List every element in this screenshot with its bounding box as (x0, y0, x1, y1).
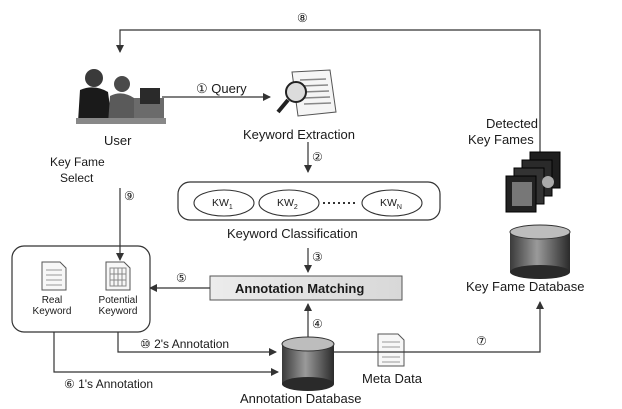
potential-keyword-icon (105, 261, 131, 291)
step-marker-4: ④ (312, 317, 323, 331)
key-frame-database-icon (509, 224, 571, 279)
annotation-database-icon (281, 336, 335, 391)
label-user: User (104, 133, 132, 148)
step-marker-3: ③ (312, 250, 323, 264)
step-marker-8: ⑧ (297, 11, 308, 25)
step-marker-5: ⑤ (176, 271, 187, 285)
label-key-frame-database: Key Fame Database (466, 279, 585, 294)
step-marker-2: ② (312, 150, 323, 164)
user-icon (76, 69, 166, 124)
label-keyword-classification: Keyword Classification (227, 226, 358, 241)
label-annotation-matching: Annotation Matching (235, 281, 365, 296)
arrow-step-10 (117, 332, 277, 356)
label-first-annotation: ⑥ 1's Annotation (64, 377, 154, 391)
kwn-oval (361, 189, 423, 217)
label-kw1: KW1 (212, 197, 233, 212)
label-kwn: KWN (380, 197, 402, 212)
keyword-extraction-icon (276, 69, 337, 117)
label-kw2: KW2 (277, 197, 298, 212)
detected-key-frames-icon (505, 151, 561, 213)
kw2-oval (258, 189, 320, 217)
label-detected-1: Detected (486, 116, 539, 131)
label-keyword-extraction: Keyword Extraction (243, 127, 355, 142)
real-keyword-icon (41, 261, 67, 291)
label-key-frame-select-2: Select (60, 171, 94, 185)
meta-data-icon (377, 333, 405, 367)
arrow-step-8 (116, 29, 541, 178)
label-second-annotation: ⑩ 2's Annotation (140, 337, 230, 351)
label-detected-2: Key Fames (468, 132, 534, 147)
label-meta-data: Meta Data (362, 371, 422, 386)
label-key-frame-select-1: Key Fame (50, 155, 105, 169)
kw1-oval (193, 189, 255, 217)
arrow-step-6 (53, 332, 279, 376)
step-marker-9: ⑨ (124, 189, 135, 203)
label-query: ① Query (196, 81, 247, 96)
arrow-step-7 (334, 301, 544, 353)
step-marker-7: ⑦ (476, 334, 487, 348)
label-annotation-database: Annotation Database (240, 391, 362, 406)
